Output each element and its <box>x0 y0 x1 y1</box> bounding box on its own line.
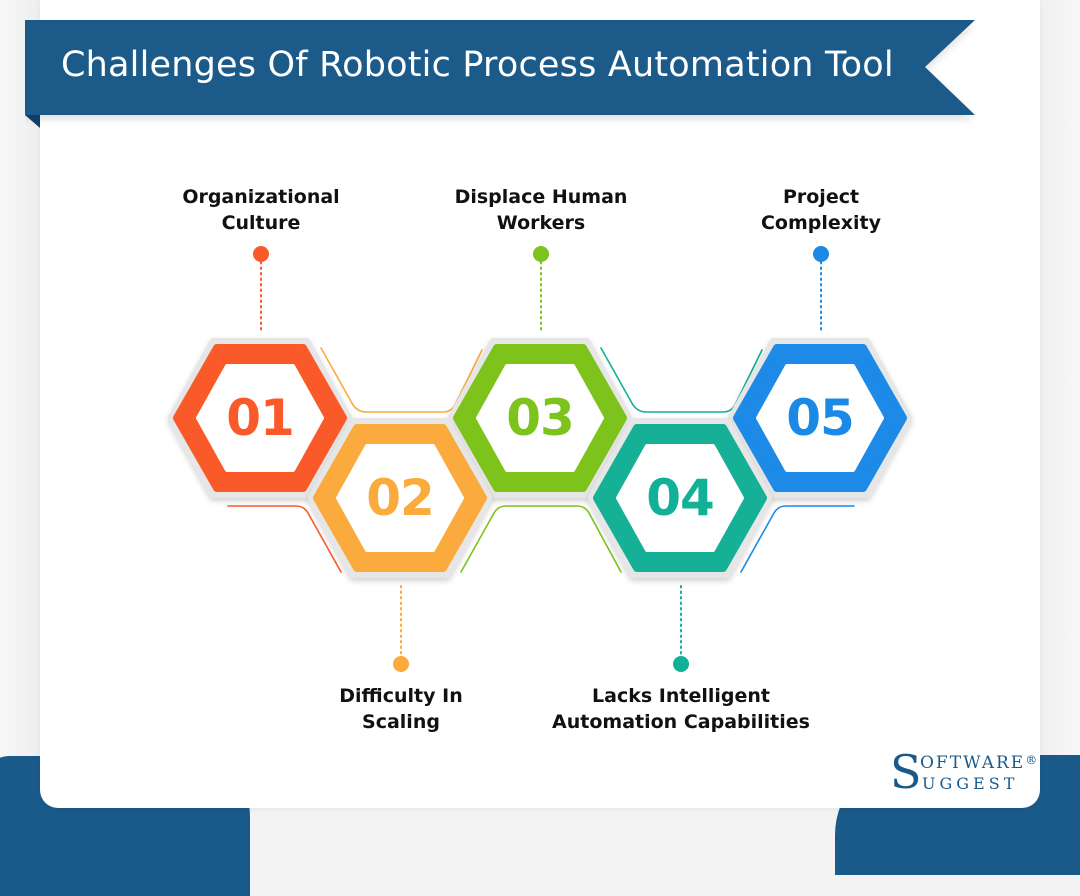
step-label-04-line1: Lacks Intelligent <box>592 685 770 707</box>
marker-dot-01 <box>253 246 269 262</box>
softwaresuggest-logo: S OFTWARE® UGGEST <box>890 746 1037 798</box>
hexagon-process-diagram: 01 02 03 04 05 Organizational Culture Di… <box>131 184 951 735</box>
registered-mark-icon: ® <box>1025 753 1038 767</box>
step-number-03: 03 <box>506 389 575 447</box>
hexagon-04 <box>588 418 772 578</box>
logo-line1: OFTWARE® <box>920 753 1037 773</box>
hexagon-03 <box>448 338 632 498</box>
page-title: Challenges Of Robotic Process Automation… <box>61 45 894 85</box>
ribbon-shape <box>25 20 975 128</box>
step-label-05: Project Complexity <box>691 184 951 236</box>
step-label-03-line1: Displace Human <box>454 186 628 208</box>
step-label-01-line2: Culture <box>221 212 301 234</box>
marker-dot-04 <box>673 656 689 672</box>
step-number-04: 04 <box>646 469 715 527</box>
background-left-edge <box>0 0 40 858</box>
marker-dot-05 <box>813 246 829 262</box>
step-label-03-line2: Workers <box>496 212 586 234</box>
step-number-02: 02 <box>366 469 435 527</box>
step-label-02-line1: Difficulty In <box>339 685 463 707</box>
logo-line1-text: OFTWARE <box>920 753 1026 773</box>
step-label-02: Difficulty In Scaling <box>271 683 531 735</box>
logo-initial: S <box>890 745 922 799</box>
marker-dot-02 <box>393 656 409 672</box>
step-label-04: Lacks Intelligent Automation Capabilitie… <box>521 683 841 735</box>
title-banner: Challenges Of Robotic Process Automation… <box>25 20 975 128</box>
marker-dot-03 <box>533 246 549 262</box>
logo-line2: UGGEST <box>922 774 1019 793</box>
hexagon-02 <box>308 418 492 578</box>
step-number-05: 05 <box>786 389 855 447</box>
step-label-03: Displace Human Workers <box>411 184 671 236</box>
background-right-edge <box>1040 0 1080 858</box>
connector-line-01-bottom <box>227 505 342 573</box>
hexagon-05 <box>728 338 912 498</box>
step-label-01-line1: Organizational <box>182 186 340 208</box>
step-label-04-line2: Automation Capabilities <box>552 711 810 733</box>
step-label-05-line2: Complexity <box>760 212 882 234</box>
connector-line-05-bottom <box>740 505 855 573</box>
step-label-02-line2: Scaling <box>362 711 440 733</box>
step-label-05-line1: Project <box>782 186 860 208</box>
connector-line-03-bottom <box>460 505 622 573</box>
hexagon-01 <box>168 338 352 498</box>
step-label-01: Organizational Culture <box>131 184 391 236</box>
step-number-01: 01 <box>226 389 295 447</box>
